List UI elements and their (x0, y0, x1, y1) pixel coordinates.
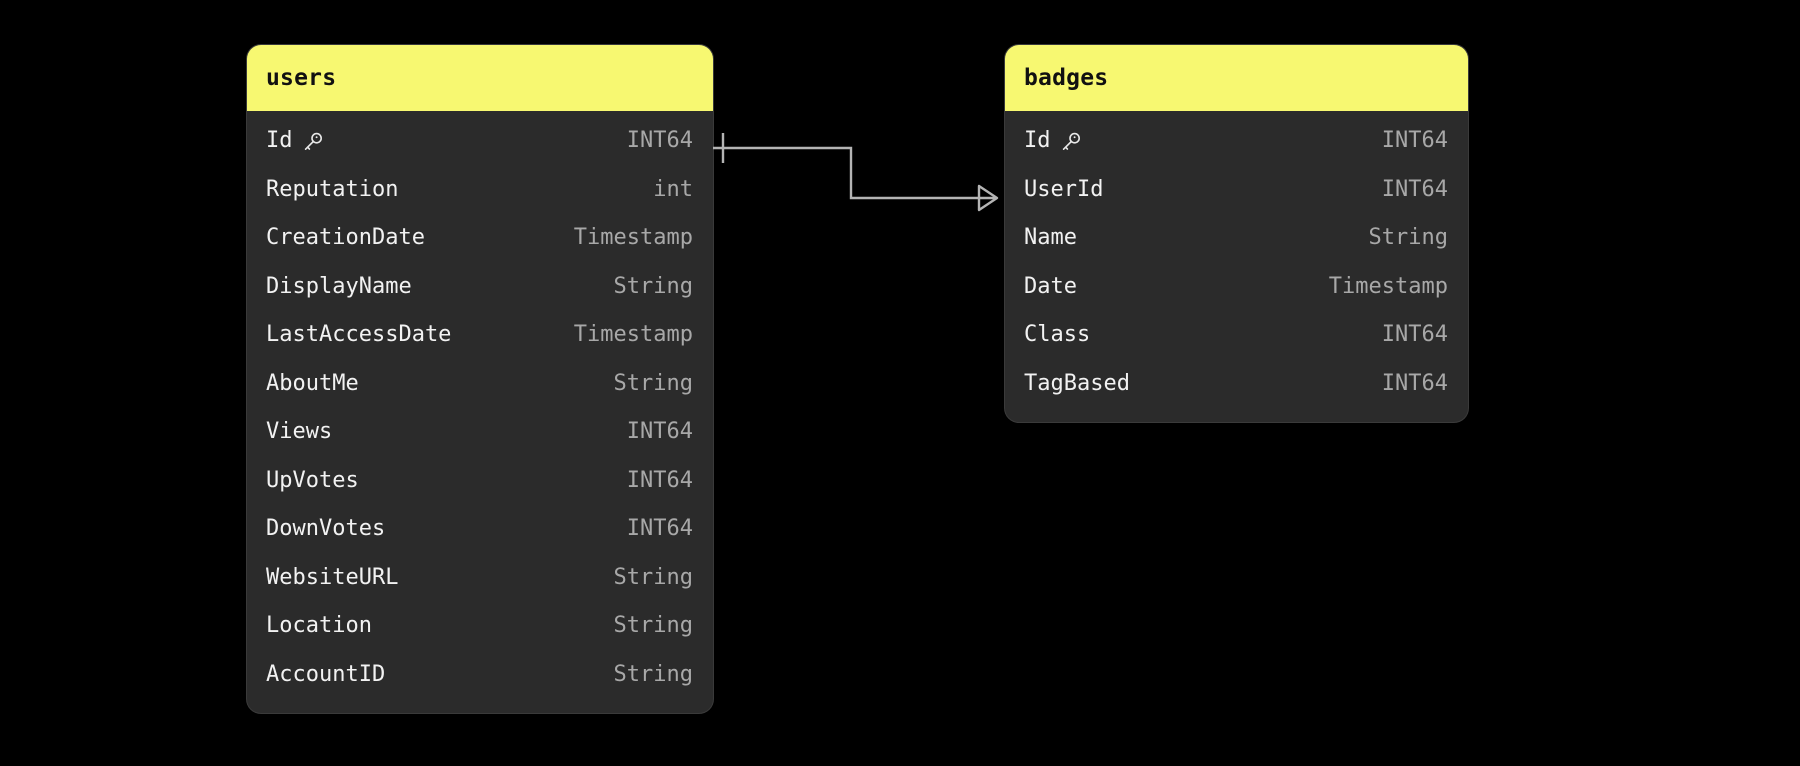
column-type: String (613, 564, 693, 590)
column-name: CreationDate (266, 225, 425, 251)
table-row[interactable]: DownVotes INT64 (247, 505, 713, 554)
column-type: INT64 (1381, 322, 1448, 348)
column-type: INT64 (1381, 370, 1448, 396)
table-row[interactable]: AccountID String (247, 651, 713, 700)
column-name: LastAccessDate (266, 322, 452, 348)
column-name: DisplayName (266, 273, 412, 299)
table-row[interactable]: AboutMe String (247, 360, 713, 409)
column-name: AccountID (266, 661, 386, 687)
column-type: String (613, 273, 693, 299)
table-row[interactable]: Location String (247, 602, 713, 651)
column-type: INT64 (626, 467, 693, 493)
table-title-users: users (266, 64, 337, 91)
column-type: String (613, 370, 693, 396)
table-row[interactable]: Name String (1005, 214, 1468, 263)
key-icon (302, 131, 324, 153)
erd-table-users[interactable]: users Id INT64 (247, 45, 713, 713)
cardinality-many-marker (977, 184, 999, 212)
column-type: INT64 (626, 419, 693, 445)
column-name: UpVotes (266, 467, 359, 493)
column-type: INT64 (1381, 176, 1448, 202)
column-type: Timestamp (573, 322, 693, 348)
column-name: Id (266, 130, 324, 152)
table-row[interactable]: TagBased INT64 (1005, 360, 1468, 409)
column-name: Reputation (266, 176, 399, 202)
table-row[interactable]: Date Timestamp (1005, 263, 1468, 312)
column-type: Timestamp (1328, 273, 1448, 299)
column-name: Date (1024, 273, 1077, 299)
column-type: INT64 (1381, 128, 1448, 154)
column-name: Views (266, 419, 333, 445)
column-name: Id (1024, 130, 1082, 152)
column-type: Timestamp (573, 225, 693, 251)
column-name: Location (266, 613, 372, 639)
table-header-users[interactable]: users (247, 45, 713, 111)
table-row[interactable]: Id INT64 (247, 117, 713, 166)
table-columns-badges: Id INT64 UserId INT64 (1005, 111, 1468, 422)
column-type: int (653, 176, 693, 202)
table-row[interactable]: WebsiteURL String (247, 554, 713, 603)
column-name: WebsiteURL (266, 564, 399, 590)
column-name: UserId (1024, 176, 1104, 202)
table-row[interactable]: Id INT64 (1005, 117, 1468, 166)
table-row[interactable]: Reputation int (247, 166, 713, 215)
column-type: INT64 (626, 516, 693, 542)
table-row[interactable]: DisplayName String (247, 263, 713, 312)
table-row[interactable]: UserId INT64 (1005, 166, 1468, 215)
column-type: INT64 (626, 128, 693, 154)
table-header-badges[interactable]: badges (1005, 45, 1468, 111)
column-name: DownVotes (266, 516, 386, 542)
erd-table-badges[interactable]: badges Id INT64 (1005, 45, 1468, 422)
relationship-line (713, 146, 997, 200)
column-name: AboutMe (266, 370, 359, 396)
column-name: Class (1024, 322, 1091, 348)
column-name: Name (1024, 225, 1077, 251)
table-row[interactable]: CreationDate Timestamp (247, 214, 713, 263)
table-row[interactable]: Views INT64 (247, 408, 713, 457)
column-type: String (613, 613, 693, 639)
table-title-badges: badges (1024, 64, 1109, 91)
table-row[interactable]: UpVotes INT64 (247, 457, 713, 506)
column-type: String (613, 661, 693, 687)
column-type: String (1368, 225, 1448, 251)
column-name: TagBased (1024, 370, 1130, 396)
key-icon (1060, 131, 1082, 153)
table-columns-users: Id INT64 Reputation int (247, 111, 713, 713)
table-row[interactable]: Class INT64 (1005, 311, 1468, 360)
table-row[interactable]: LastAccessDate Timestamp (247, 311, 713, 360)
